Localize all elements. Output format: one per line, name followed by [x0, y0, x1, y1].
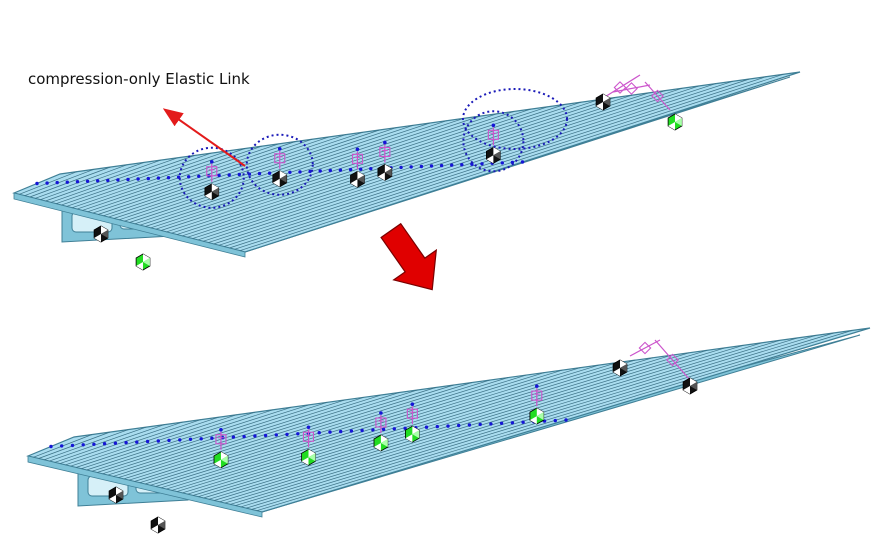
hexagon-support-icon — [94, 226, 108, 242]
hexagon-support-icon — [486, 147, 500, 163]
green-hexagon-support-icon — [214, 452, 228, 468]
green-hexagon-support-icon — [374, 435, 388, 451]
down-right-arrow-icon — [370, 216, 454, 305]
hexagon-support-icon — [109, 487, 123, 503]
hexagon-support-icon — [683, 378, 697, 394]
annotation-label: compression-only Elastic Link — [28, 70, 250, 88]
green-hexagon-support-icon — [405, 426, 419, 442]
green-hexagon-support-icon — [302, 449, 316, 465]
green-hexagon-support-icon — [530, 408, 544, 424]
bearing-link-icon — [630, 340, 660, 356]
hexagon-support-icon — [596, 94, 610, 110]
hexagon-support-icon — [205, 184, 219, 200]
green-hexagon-support-icon — [136, 254, 150, 270]
hexagon-support-icon — [273, 171, 287, 187]
green-hexagon-support-icon — [668, 114, 682, 130]
hexagon-support-icon — [151, 517, 165, 533]
hexagon-support-icon — [613, 360, 627, 376]
hexagon-support-icon — [351, 171, 365, 187]
model-after — [28, 328, 870, 533]
hexagon-support-icon — [378, 164, 392, 180]
